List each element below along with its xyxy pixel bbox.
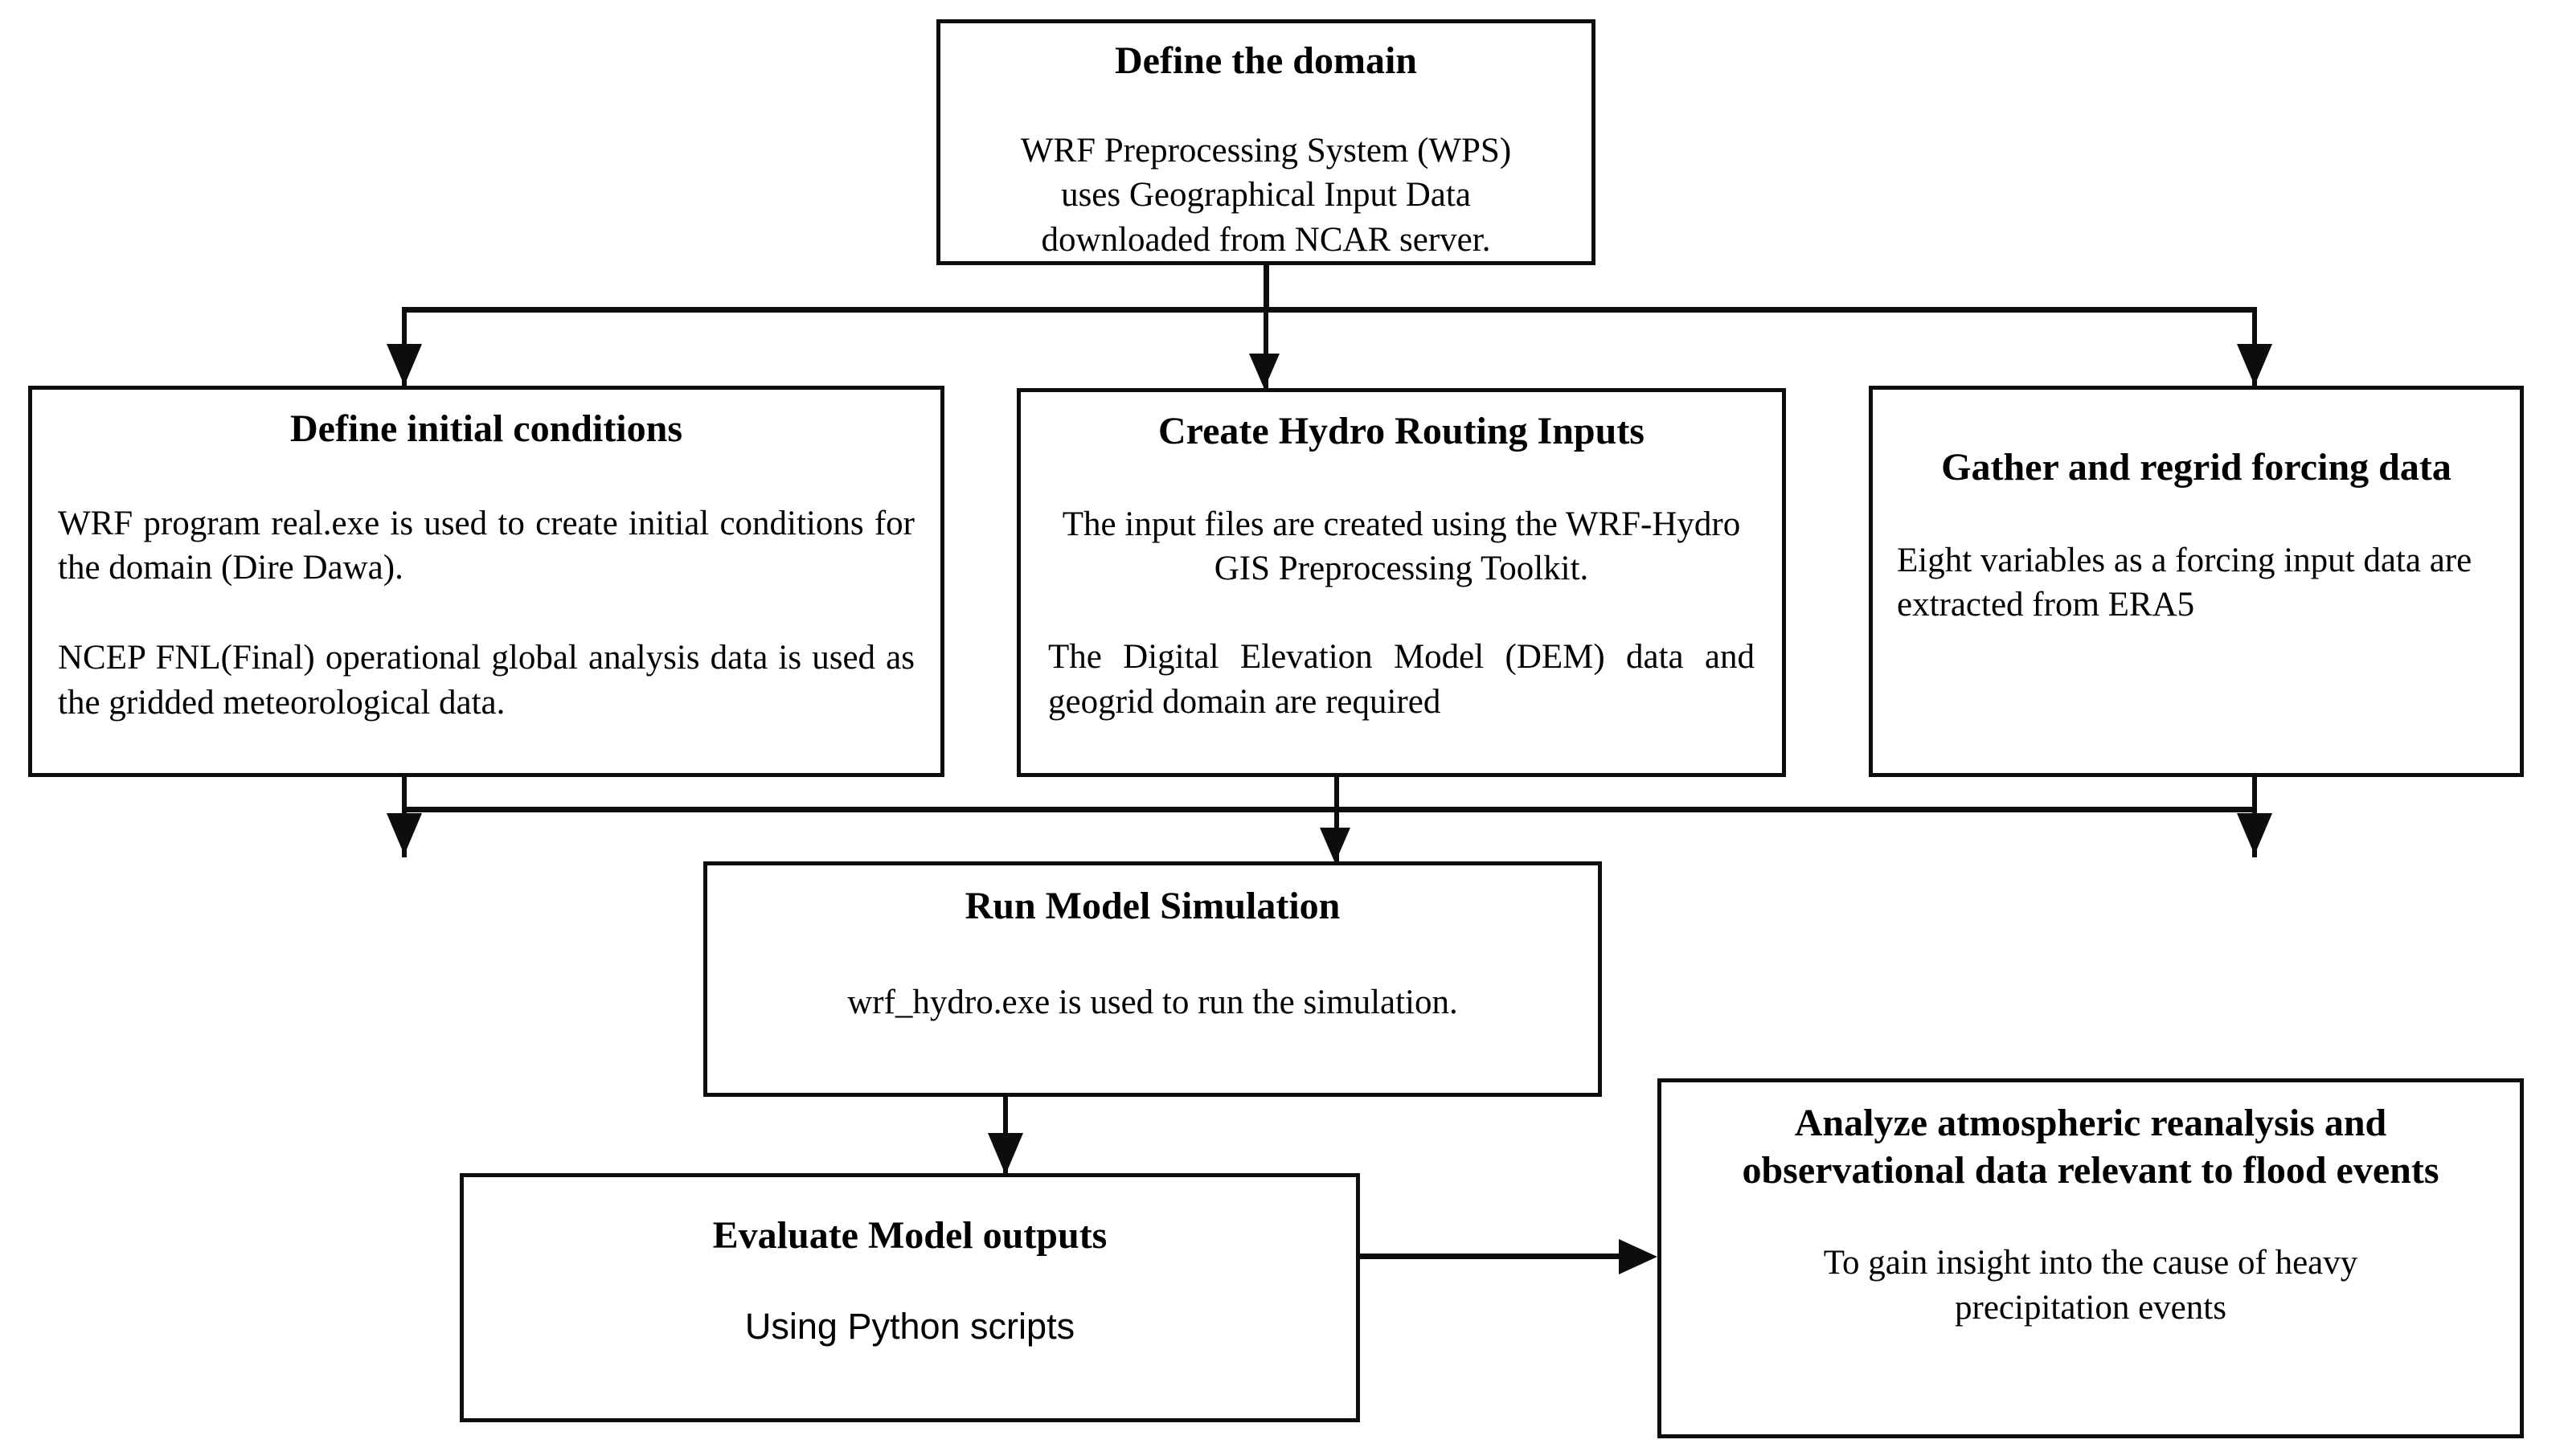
edge-evaluate-to-analyze-line [1360, 1254, 1621, 1259]
node-title-analyze-atmospheric-reanalysis: Analyze atmospheric reanalysis and obser… [1742, 1102, 2439, 1192]
edge-domain-stem [1264, 265, 1269, 310]
node-body-define-initial-conditions-2: NCEP FNL(Final) operational global analy… [58, 639, 915, 722]
node-title-create-hydro-routing-inputs: Create Hydro Routing Inputs [1158, 410, 1645, 452]
node-title-define-the-domain: Define the domain [1115, 39, 1417, 82]
edge-run-simulation-to-evaluate-outputs-arrowhead [988, 1133, 1023, 1175]
node-title-evaluate-model-outputs: Evaluate Model outputs [712, 1214, 1108, 1257]
node-body-evaluate-model-outputs: Using Python scripts [744, 1305, 1075, 1347]
node-evaluate-model-outputs[interactable]: Evaluate Model outputs Using Python scri… [460, 1173, 1360, 1422]
node-create-hydro-routing-inputs[interactable]: Create Hydro Routing Inputs The input fi… [1017, 388, 1786, 777]
node-title-run-model-simulation: Run Model Simulation [965, 885, 1341, 927]
node-title-gather-and-regrid-forcing-data: Gather and regrid forcing data [1941, 446, 2451, 489]
node-run-model-simulation[interactable]: Run Model Simulation wrf_hydro.exe is us… [703, 861, 1602, 1097]
edge-merge-bus [402, 807, 2257, 812]
node-analyze-atmospheric-reanalysis[interactable]: Analyze atmospheric reanalysis and obser… [1657, 1078, 2524, 1438]
edge-initial-conditions-arrowhead [387, 813, 422, 855]
edge-domain-to-forcing-data-arrowhead [2237, 344, 2272, 386]
node-title-define-initial-conditions: Define initial conditions [289, 407, 683, 450]
node-body-gather-and-regrid-forcing-data: Eight variables as a forcing input data … [1897, 541, 2472, 624]
node-body-analyze-atmospheric-reanalysis: To gain insight into the cause of heavy … [1823, 1244, 2358, 1327]
node-body-create-hydro-routing-inputs-1: The input files are created using the WR… [1062, 505, 1741, 588]
node-gather-and-regrid-forcing-data[interactable]: Gather and regrid forcing data Eight var… [1869, 386, 2524, 777]
node-define-the-domain[interactable]: Define the domain WRF Preprocessing Syst… [936, 19, 1595, 265]
edge-evaluate-to-analyze-arrowhead [1619, 1239, 1657, 1274]
edge-distribution-bus [402, 307, 2257, 313]
node-body-define-initial-conditions-1: WRF program real.exe is used to create i… [58, 504, 915, 587]
node-body-run-model-simulation: wrf_hydro.exe is used to run the simulat… [847, 983, 1458, 1021]
node-body-define-the-domain: WRF Preprocessing System (WPS) uses Geog… [1020, 131, 1512, 260]
edge-forcing-data-arrowhead [2237, 813, 2272, 855]
edge-domain-to-hydro-routing-arrowhead [1249, 354, 1280, 389]
node-define-initial-conditions[interactable]: Define initial conditions WRF program re… [28, 386, 944, 777]
edge-domain-to-initial-conditions-arrowhead [387, 344, 422, 386]
edge-hydro-routing-to-run-simulation-arrowhead [1320, 828, 1350, 863]
node-body-create-hydro-routing-inputs-2: The Digital Elevation Model (DEM) data a… [1048, 638, 1755, 722]
